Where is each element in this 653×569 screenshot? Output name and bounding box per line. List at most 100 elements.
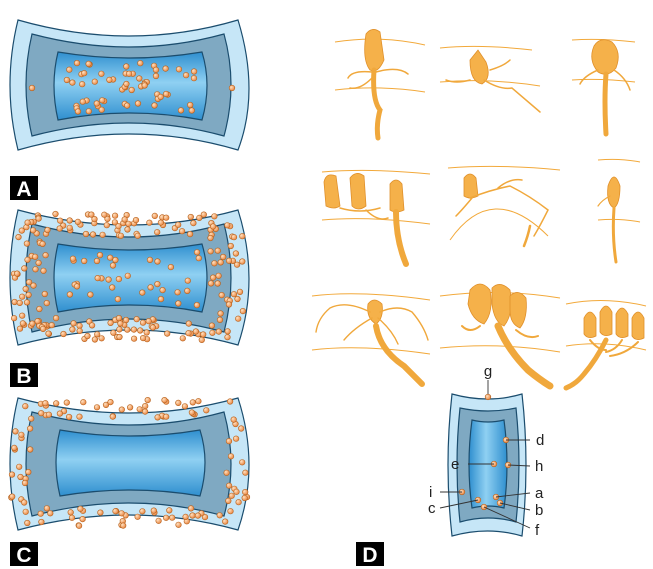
cell-dot [92,79,98,85]
cell-dot [240,259,246,265]
cell-dot [138,60,144,66]
cell-dot [196,398,202,404]
cell-dot [77,323,83,329]
cell-dot [215,248,221,254]
cell-dot [219,292,225,298]
cell-dot [117,327,123,333]
cell-dot [107,255,113,261]
cell-dot [140,320,146,326]
cell-dot [158,296,164,302]
cell-dot [131,336,137,342]
cell-dot [22,480,28,486]
cell-dot [125,327,131,333]
cell-dot [218,260,224,266]
cell-dot [182,404,188,410]
cell-dot [20,321,26,327]
cell-dot [43,252,49,258]
cell-dot [27,447,33,453]
cell-dot [57,218,63,224]
cell-dot [167,508,173,514]
cell-dot [42,291,48,297]
cell-dot [191,75,197,81]
cell-dot [86,109,92,115]
cell-dot [116,223,122,229]
neuron-drawing [598,159,640,262]
cell-dot [25,520,31,526]
cell-dot [208,235,214,241]
cell-dot [176,67,182,73]
cell-dot [145,397,151,403]
panel-d-label: D [362,544,377,567]
cell-dot [40,326,46,332]
cell-dot [217,317,223,323]
cell-dot [220,254,226,260]
cell-dot [242,489,248,495]
cell-dot [95,275,101,281]
neuron-drawing [322,170,430,264]
cell-dot [190,513,196,519]
cell-dot [190,400,196,406]
cell-dot [102,212,108,218]
cell-dot [148,285,154,291]
cell-dot [140,509,146,515]
cell-dot [99,71,105,77]
cell-dot [30,321,36,327]
cell-dot [75,219,81,225]
cell-dot [123,317,129,323]
cell-dot [236,499,242,505]
cell-dot [156,518,162,524]
cell-dot [12,299,18,305]
cell-dot [112,213,118,219]
cell-dot [70,327,76,333]
cell-dot [57,226,63,232]
cell-dot [185,288,191,294]
cell-dot [158,94,164,100]
cell-dot [226,438,232,444]
cell-dot [94,258,100,264]
cell-dot [210,275,216,281]
cell-dot [118,233,124,239]
cell-dot [43,400,49,406]
cell-dot [237,289,243,295]
cell-dot [111,330,117,336]
cell-dot [53,401,59,407]
cell-dot [117,334,123,340]
cell-dot [208,249,214,255]
cell-dot [183,72,189,78]
cell-dot [19,432,25,438]
cell-dot [147,220,153,226]
cell-dot [175,222,181,228]
cell-dot [16,234,22,240]
cell-dot [36,216,42,222]
panel-b-core [54,244,207,312]
cell-dot [188,506,194,512]
panel-d-point-label: e [451,456,459,473]
cell-dot [225,223,231,229]
cell-dot [140,335,146,341]
neuron-drawing [312,294,430,384]
panel-d-point-label: b [535,502,543,519]
cell-dot [238,426,244,432]
cell-dot [113,257,119,263]
cell-dot [88,292,94,298]
cell-dot [110,263,116,269]
cell-dot [39,519,45,525]
cell-dot [147,257,153,263]
cell-dot [109,285,115,291]
cell-dot [183,514,189,520]
cell-dot [144,330,150,336]
cell-dot [17,300,23,306]
cell-dot [191,220,197,226]
cell-dot [164,331,170,337]
cell-dot [137,76,143,82]
cell-dot [216,273,222,279]
cell-dot [129,87,135,93]
cell-dot [75,109,81,115]
cell-dot [162,397,168,403]
cell-dot [153,73,159,79]
panel-d-point-label: a [535,485,544,502]
cell-dot [69,515,75,521]
cell-dot [115,296,121,302]
neuron-drawing [572,39,635,134]
